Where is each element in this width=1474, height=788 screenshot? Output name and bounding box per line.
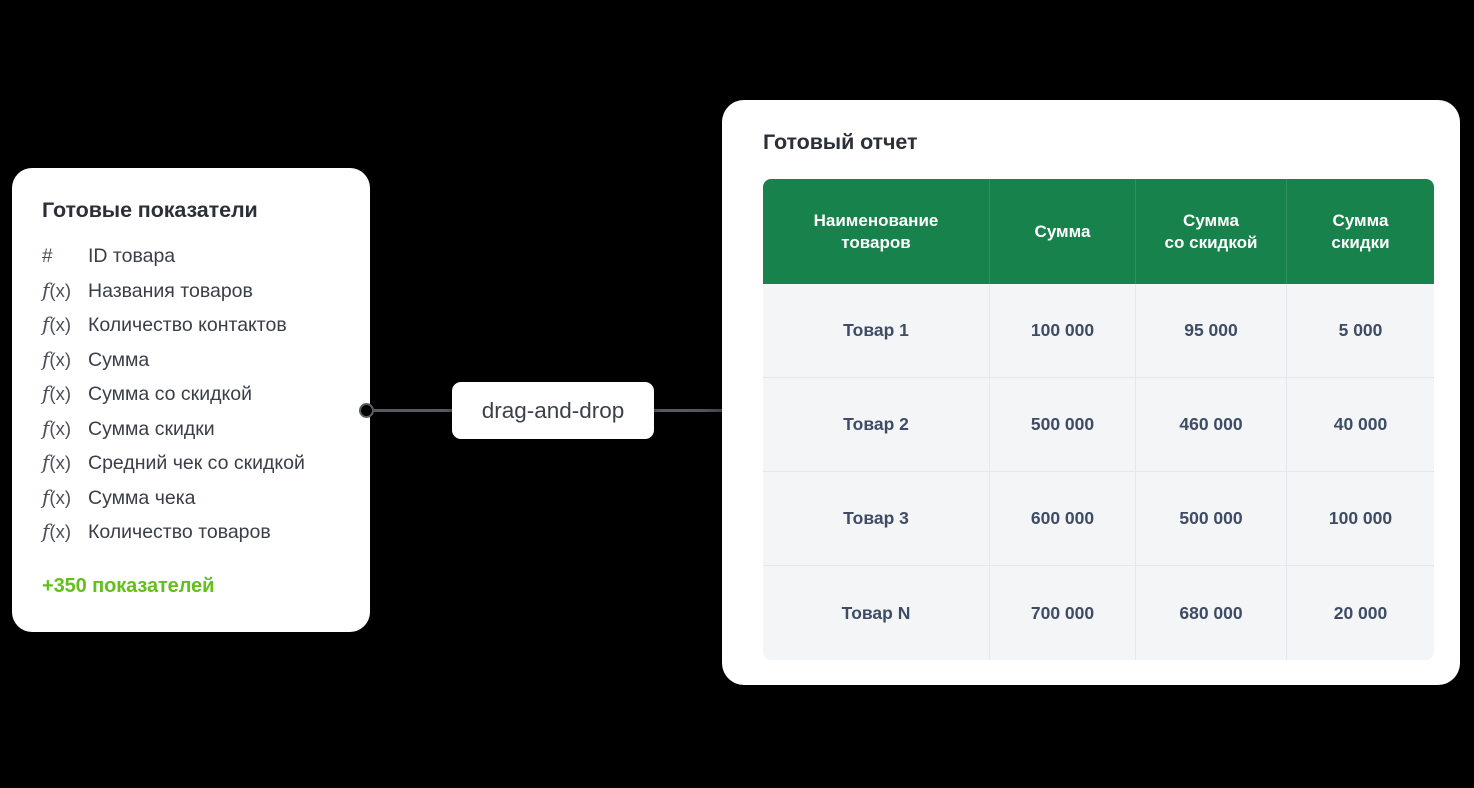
metric-item-label: Сумма со скидкой	[88, 383, 252, 405]
connector-line-right	[646, 409, 742, 412]
metric-item-label: Средний чек со скидкой	[88, 452, 305, 474]
formula-fx-icon: f(x)	[42, 450, 71, 474]
cell-sum-discounted: 680 000	[1136, 566, 1287, 660]
metric-item-label: Сумма скидки	[88, 417, 215, 440]
metric-item-label: Количество контактов	[88, 314, 287, 336]
report-table: Наименование товаров Сумма Сумма со скид…	[763, 179, 1434, 660]
column-header-line2: скидки	[1331, 232, 1390, 252]
metric-item-kolichestvo-tovarov[interactable]: f(x) Количество товаров	[42, 521, 370, 556]
metric-item-label: Количество товаров	[88, 521, 271, 543]
column-header-sum-discounted[interactable]: Сумма со скидкой	[1136, 179, 1287, 284]
cell-product-name: Товар 1	[763, 284, 990, 378]
column-header-line1: Сумма	[1332, 210, 1389, 230]
cell-discount: 5 000	[1287, 284, 1434, 378]
metric-item-nazvaniya-tovarov[interactable]: f(x) Названия товаров	[42, 280, 370, 315]
metric-item-sredniy-chek-so-skidkoy[interactable]: f(x) Средний чек со скидкой	[42, 452, 370, 487]
formula-fx-icon: f(x)	[42, 484, 71, 509]
cell-sum: 600 000	[990, 472, 1136, 566]
column-header-line2: товаров	[841, 232, 911, 252]
cell-discount: 40 000	[1287, 378, 1434, 472]
cell-discount: 20 000	[1287, 566, 1434, 660]
cell-product-name: Товар 2	[763, 378, 990, 472]
cell-product-name: Товар 3	[763, 472, 990, 566]
drag-and-drop-chip[interactable]: drag-and-drop	[452, 382, 654, 439]
cell-sum-discounted: 500 000	[1136, 472, 1287, 566]
metric-item-label: Сумма	[88, 348, 150, 371]
report-card-title: Готовый отчет	[763, 130, 918, 154]
table-row[interactable]: Товар 1 100 000 95 000 5 000	[763, 284, 1434, 378]
cell-sum: 100 000	[990, 284, 1136, 378]
column-header-line1: Сумма	[1034, 221, 1091, 241]
column-header-line1: Наименование	[813, 210, 939, 230]
cell-discount: 100 000	[1287, 472, 1434, 566]
connector-dot-left[interactable]	[359, 403, 374, 418]
table-row[interactable]: Товар N 700 000 680 000 20 000	[763, 566, 1434, 660]
formula-fx-icon: f(x)	[42, 415, 71, 440]
table-row[interactable]: Товар 3 600 000 500 000 100 000	[763, 472, 1434, 566]
metrics-list: # ID товара f(x) Названия товаров f(x) К…	[42, 245, 370, 556]
column-header-discount[interactable]: Сумма скидки	[1287, 179, 1434, 284]
connector: drag-and-drop	[358, 382, 758, 440]
cell-sum-discounted: 460 000	[1136, 378, 1287, 472]
cell-sum: 700 000	[990, 566, 1136, 660]
metric-item-summa[interactable]: f(x) Сумма	[42, 349, 370, 384]
more-metrics-link[interactable]: +350 показателей	[42, 574, 215, 597]
metric-item-kolichestvo-kontaktov[interactable]: f(x) Количество контактов	[42, 314, 370, 349]
table-header-row: Наименование товаров Сумма Сумма со скид…	[763, 179, 1434, 284]
column-header-name[interactable]: Наименование товаров	[763, 179, 990, 284]
report-table-body: Товар 1 100 000 95 000 5 000 Товар 2 500…	[763, 284, 1434, 660]
metric-item-id-tovara[interactable]: # ID товара	[42, 245, 370, 280]
column-header-sum[interactable]: Сумма	[990, 179, 1136, 284]
formula-fx-icon: f(x)	[42, 346, 71, 371]
cell-product-name: Товар N	[763, 566, 990, 660]
metric-item-summa-cheka[interactable]: f(x) Сумма чека	[42, 487, 370, 522]
formula-fx-icon: f(x)	[42, 519, 71, 543]
table-row[interactable]: Товар 2 500 000 460 000 40 000	[763, 378, 1434, 472]
formula-fx-icon: f(x)	[42, 312, 71, 336]
metric-item-label: Названия товаров	[88, 279, 253, 302]
metric-item-summa-skidki[interactable]: f(x) Сумма скидки	[42, 418, 370, 453]
metrics-card: Готовые показатели # ID товара f(x) Назв…	[12, 168, 370, 632]
column-header-line2: со скидкой	[1164, 232, 1258, 252]
metric-item-label: Сумма чека	[88, 486, 196, 509]
cell-sum-discounted: 95 000	[1136, 284, 1287, 378]
metric-item-label: ID товара	[88, 245, 176, 267]
report-card: Готовый отчет Наименование товаров Сумма…	[722, 100, 1460, 685]
connector-line-left	[374, 409, 470, 412]
metric-item-summa-so-skidkoy[interactable]: f(x) Сумма со скидкой	[42, 383, 370, 418]
column-header-line1: Сумма	[1183, 210, 1239, 230]
cell-sum: 500 000	[990, 378, 1136, 472]
formula-fx-icon: f(x)	[42, 277, 71, 302]
report-table-header: Наименование товаров Сумма Сумма со скид…	[763, 179, 1434, 284]
formula-fx-icon: f(x)	[42, 381, 71, 405]
metrics-card-title: Готовые показатели	[42, 198, 258, 222]
hash-icon: #	[42, 246, 53, 267]
